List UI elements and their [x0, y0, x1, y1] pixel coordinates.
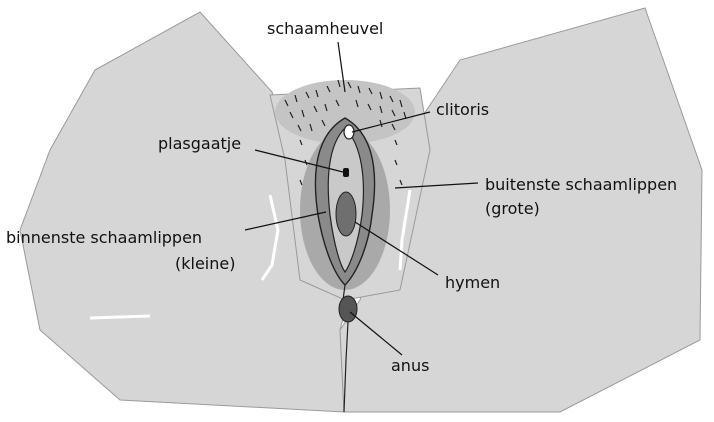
label-anus: anus — [391, 356, 429, 375]
label-urethra: plasgaatje — [158, 134, 241, 153]
label-mons: schaamheuvel — [267, 19, 383, 38]
label-hymen: hymen — [445, 273, 500, 292]
label-outer-labia-line2: (grote) — [485, 199, 540, 218]
label-clitoris: clitoris — [436, 100, 489, 119]
label-outer-labia-line1: buitenste schaamlippen — [485, 175, 677, 194]
label-inner-labia-line1: binnenste schaamlippen — [6, 228, 202, 247]
label-inner-labia-line2: (kleine) — [175, 254, 235, 273]
